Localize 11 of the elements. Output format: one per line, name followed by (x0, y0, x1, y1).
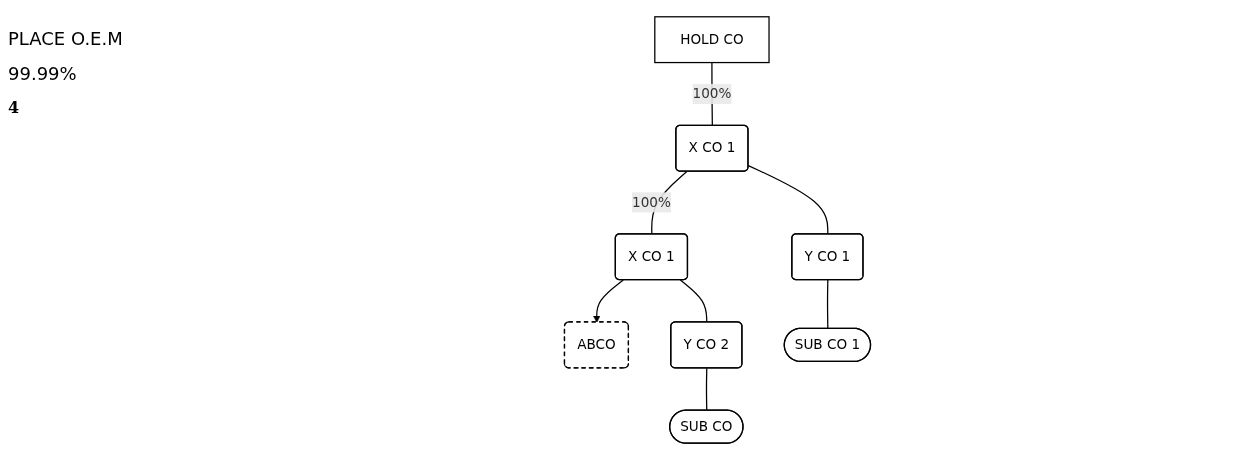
note-label: PLACE O.E.M (8, 28, 124, 49)
connector (705, 367, 707, 411)
node-box: HOLD CO (653, 15, 770, 63)
connector (747, 164, 828, 235)
arrow (592, 278, 624, 323)
connector (826, 278, 828, 329)
connector (679, 278, 707, 323)
edge-label: 100% (692, 84, 731, 102)
note-label: 4 (8, 98, 21, 117)
edge-label: 100% (631, 193, 671, 210)
note-label: 99.99% (8, 63, 78, 84)
